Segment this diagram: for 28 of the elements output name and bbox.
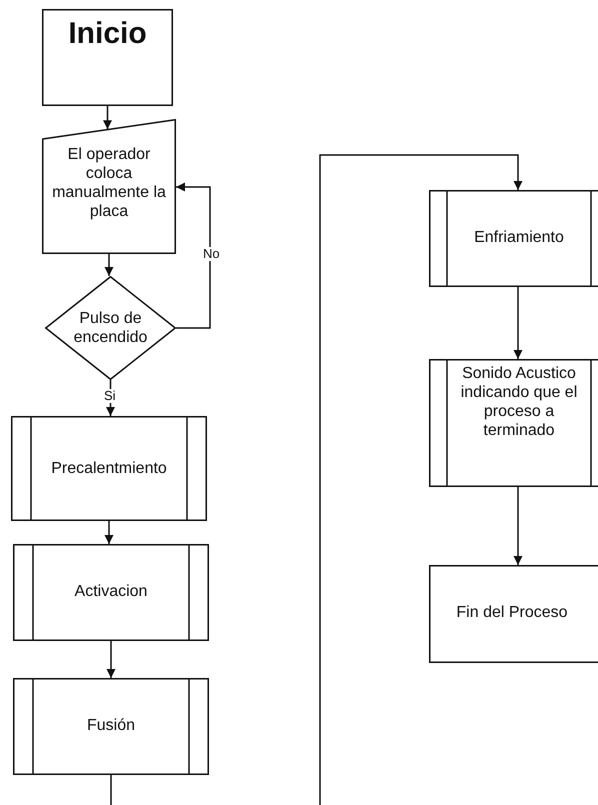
decision-diamond [45,276,176,380]
predefined-process-box [11,416,207,521]
arrow [176,182,211,329]
arrow [104,254,114,276]
terminal-box [42,9,173,106]
node-label: Inicio [67,17,148,51]
arrow [106,641,116,678]
node-label: Fusión [86,716,136,735]
arrow [514,487,522,565]
node-label: El operador coloca manualmente la placa [51,145,167,221]
node-label: Precalentmiento [50,459,168,478]
node-label: Sonido Acustico indicando que el proceso a terminado [460,364,578,440]
terminal-box [429,565,598,663]
node-label: Enfriamiento [473,228,565,247]
predefined-process-box [13,678,209,775]
node-label: Activacion [74,582,148,601]
node-label: Fin del Proceso [455,603,569,622]
node-label: Pulso de encendido [72,309,148,347]
predefined-process-box [429,359,598,487]
manual-input-shape [42,119,176,254]
edge-label: Si [103,389,117,403]
predefined-process-box [429,190,598,287]
arrow [110,154,522,805]
arrow [514,287,522,359]
arrow [103,106,112,130]
edge-label: No [202,247,221,261]
predefined-process-box [13,544,209,641]
arrow [104,521,114,544]
